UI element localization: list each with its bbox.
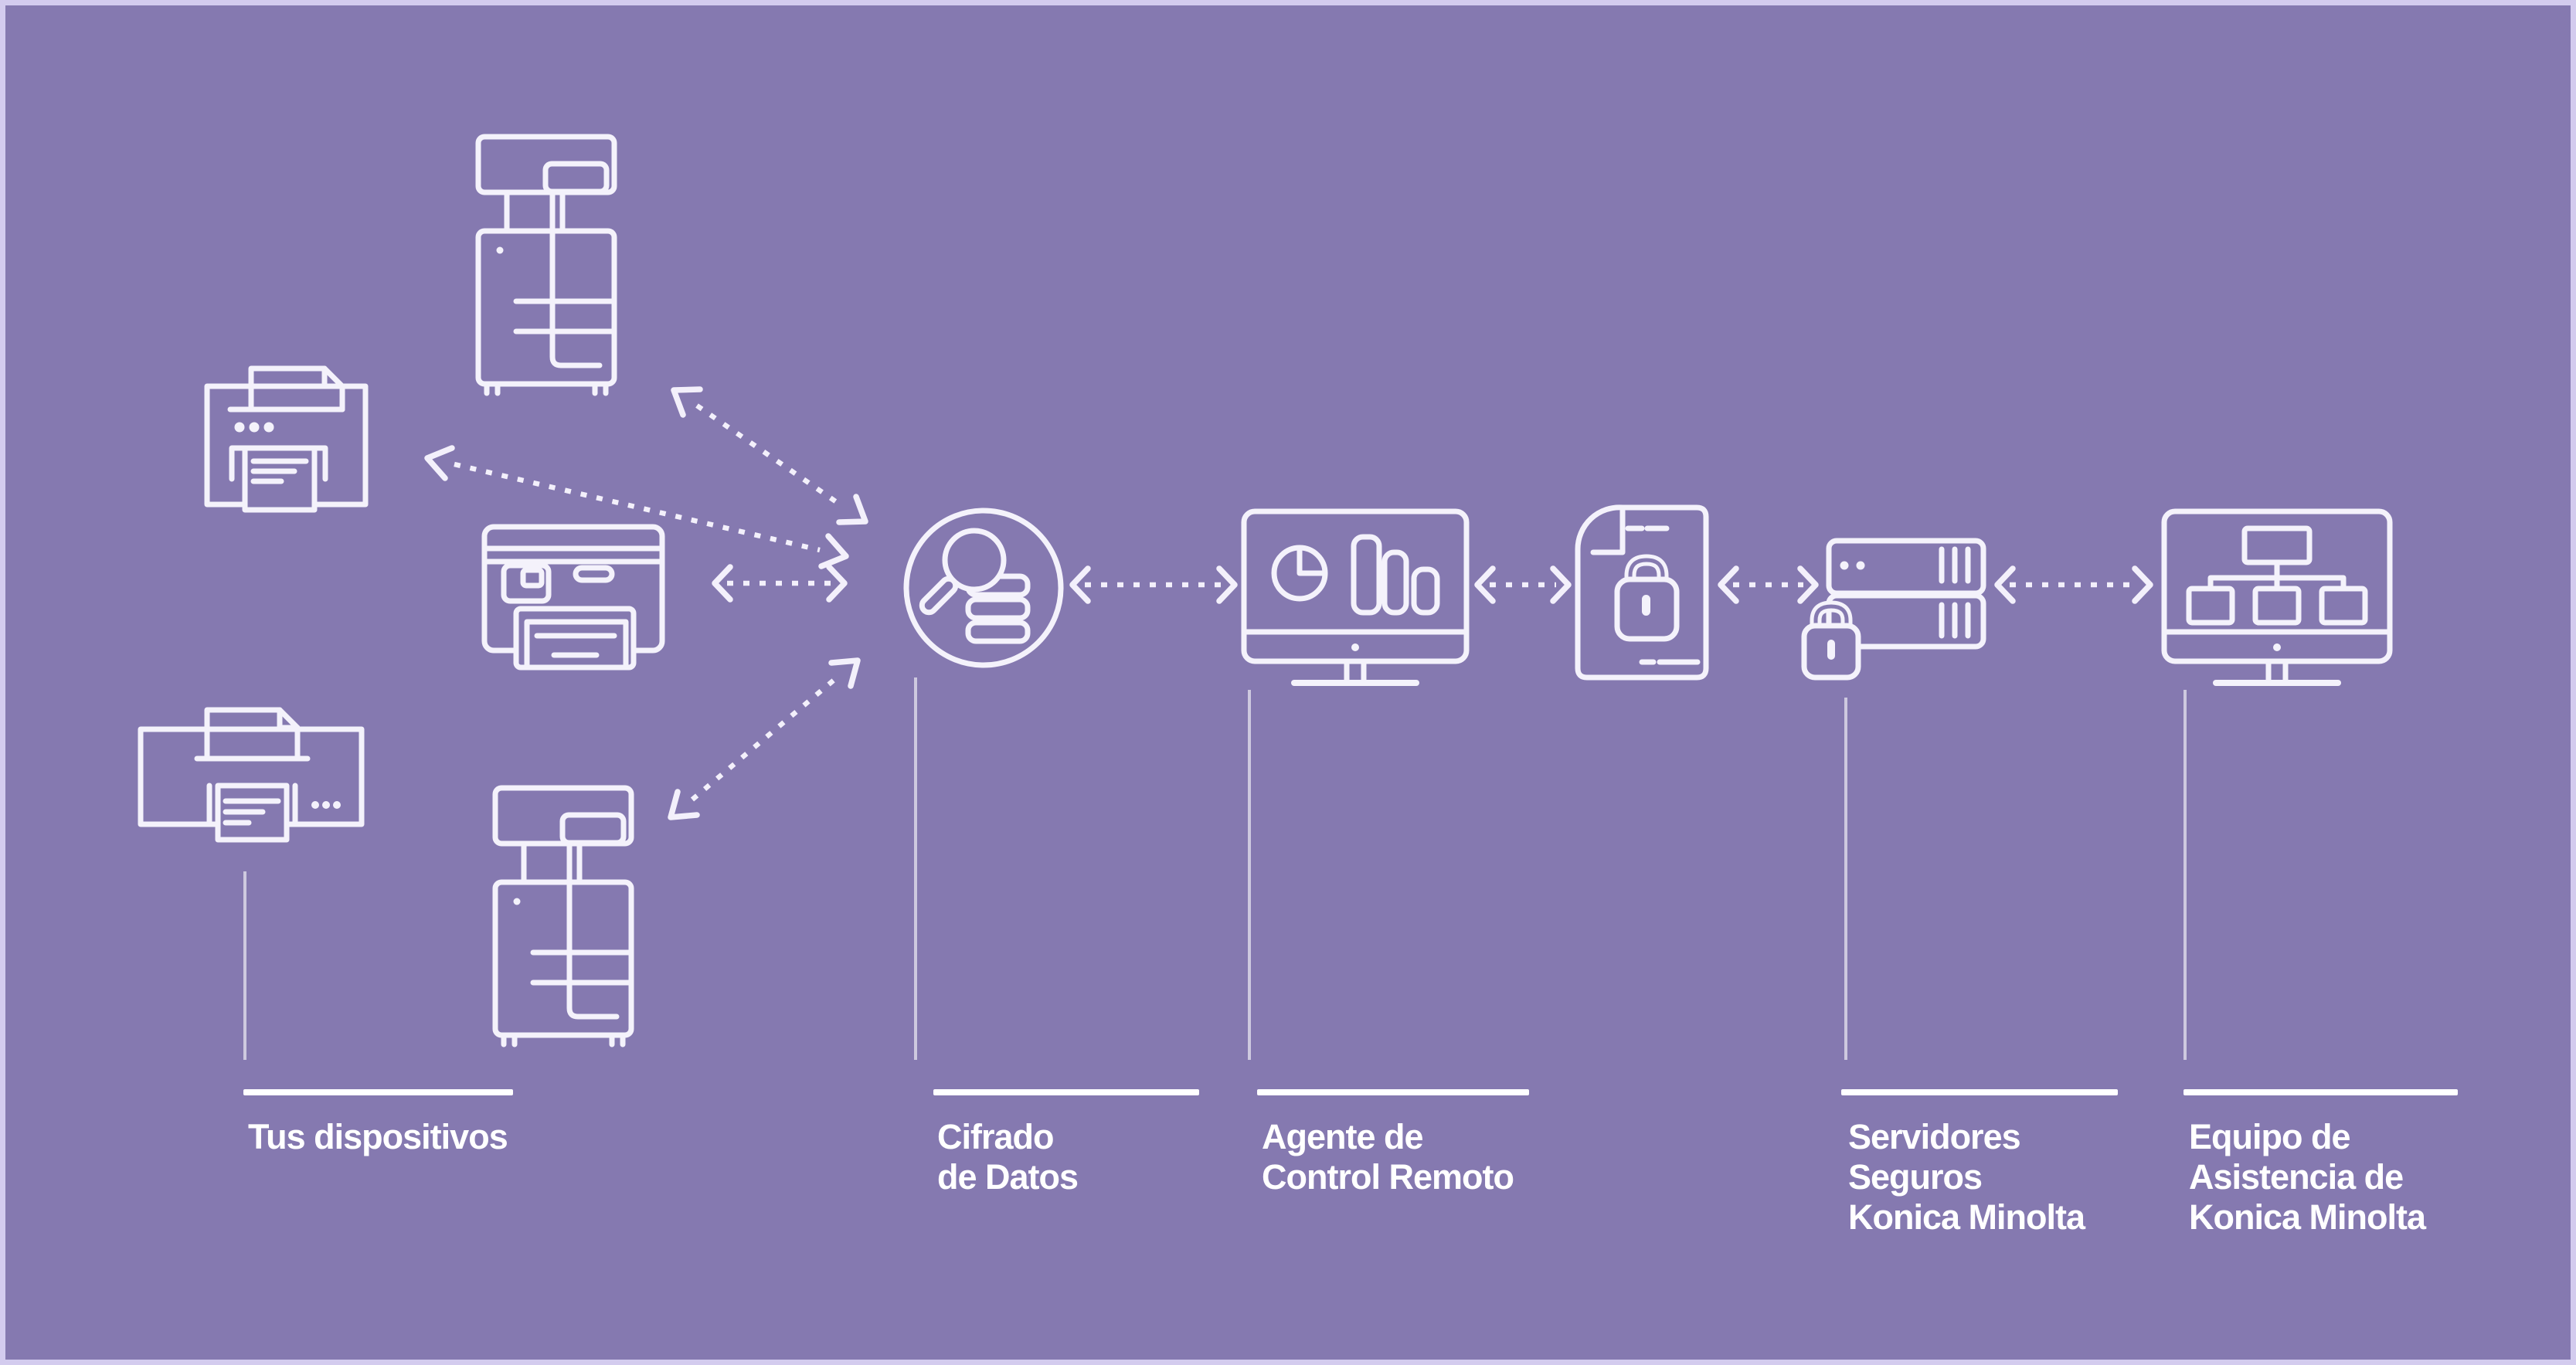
arrow-agent-file <box>1474 565 1572 604</box>
printer-icon <box>204 363 369 518</box>
data-encryption-magnifier-icon <box>901 505 1066 671</box>
monitor-org-chart-icon <box>2161 508 2393 688</box>
copier-icon <box>492 784 634 1048</box>
multifunction-printer-icon <box>481 524 665 672</box>
monitor-charts-icon <box>1241 508 1470 688</box>
arrow-devices-copier-top <box>671 386 868 525</box>
label-agent: Agente de Control Remoto <box>1262 1117 1514 1197</box>
label-servers: Servidores Seguros Konica Minolta <box>1848 1117 2085 1237</box>
copier-icon <box>475 133 617 396</box>
secure-server-lock-icon <box>1800 537 1986 681</box>
label-support: Equipo de Asistencia de Konica Minolta <box>2189 1117 2426 1237</box>
arrow-devices-copier-bottom <box>668 657 861 820</box>
label-devices: Tus dispositivos <box>248 1117 508 1156</box>
underline-encryption <box>933 1089 1199 1095</box>
underline-agent <box>1257 1089 1529 1095</box>
label-encryption: Cifrado de Datos <box>937 1117 1079 1197</box>
arrow-file-servers <box>1718 565 1819 604</box>
arrow-devices-printer <box>424 445 849 569</box>
underline-support <box>2183 1089 2458 1095</box>
underline-servers <box>1841 1089 2118 1095</box>
arrow-devices-mfp <box>712 564 848 603</box>
locked-document-icon <box>1575 504 1709 681</box>
arrow-servers-support <box>1994 565 2153 604</box>
wide-printer-icon <box>138 707 365 843</box>
underline-devices <box>243 1089 513 1095</box>
arrow-encryption-agent <box>1069 565 1238 604</box>
